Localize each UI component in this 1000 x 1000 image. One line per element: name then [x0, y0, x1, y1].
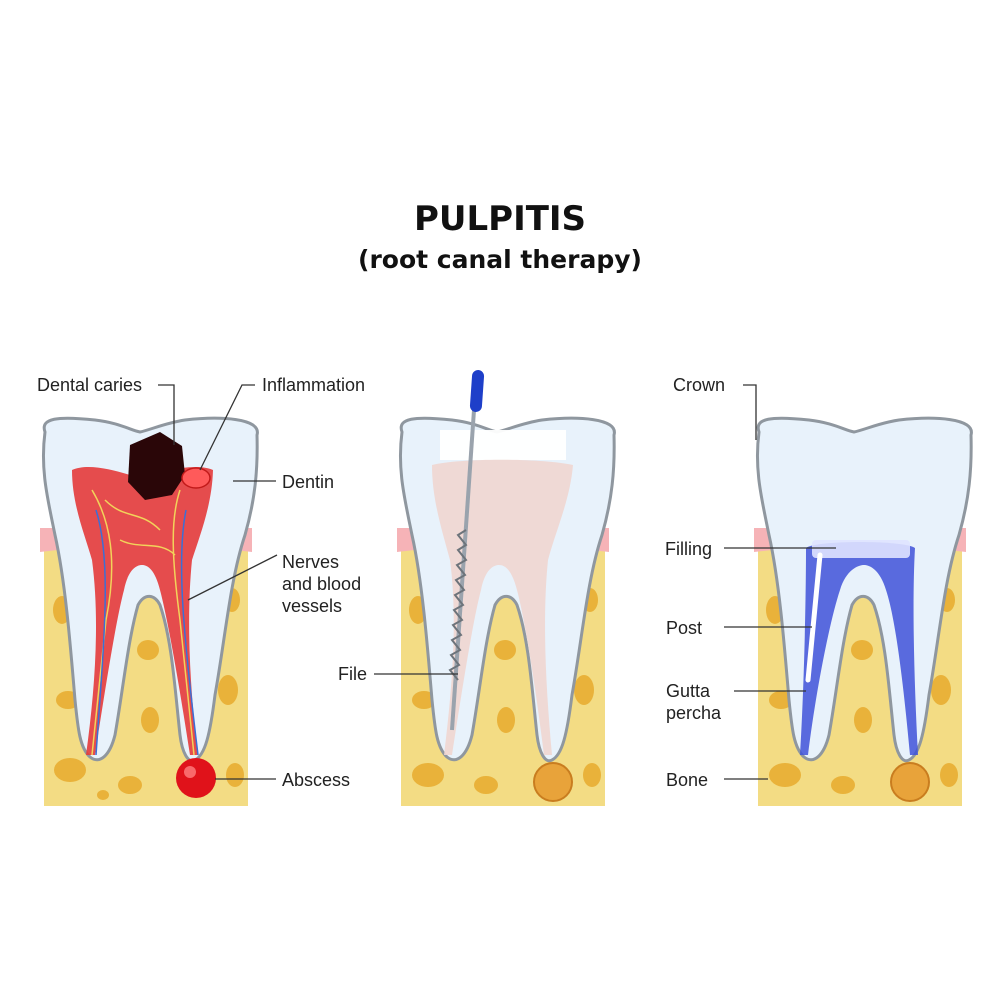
- blood-vessel-lines: [95, 509, 199, 756]
- label-abscess: Abscess: [282, 770, 350, 790]
- label-dental-caries: Dental caries: [37, 375, 142, 395]
- label-inflammation: Inflammation: [262, 375, 365, 395]
- filling-material: [812, 540, 910, 558]
- label-file: File: [338, 664, 367, 684]
- label-nerves-line-3: vessels: [282, 596, 342, 616]
- inflammation-spot: [181, 467, 211, 489]
- leader-lines: [158, 384, 836, 780]
- nerve-lines: [91, 489, 195, 756]
- label-filling: Filling: [665, 539, 712, 559]
- label-crown: Crown: [673, 375, 725, 395]
- tooth-file: [397, 370, 616, 806]
- post-rod: [805, 552, 823, 683]
- diagram-title: PULPITIS: [414, 199, 586, 239]
- dental-caries-shape: [128, 432, 185, 500]
- diagram-subtitle: (root canal therapy): [358, 245, 642, 274]
- file-threads: [448, 529, 468, 681]
- label-gutta-line-1: Gutta: [666, 681, 711, 701]
- apex-ring: [533, 762, 573, 802]
- gutta-percha-canals: [800, 542, 918, 755]
- label-nerves-line-2: and blood: [282, 574, 361, 594]
- label-nerves-line-1: Nerves: [282, 552, 339, 572]
- label-dentin: Dentin: [282, 472, 334, 492]
- label-gutta-line-2: percha: [666, 703, 722, 723]
- label-bone: Bone: [666, 770, 708, 790]
- tooth-filled: [754, 416, 973, 806]
- apex-ring-3: [890, 762, 930, 802]
- abscess-shape: [176, 758, 216, 798]
- bone-pores-3: [766, 588, 958, 794]
- file-handle: [469, 370, 485, 412]
- bone-pores-2: [409, 588, 601, 794]
- temporary-cap: [440, 430, 566, 460]
- tooth-pulpitis: [40, 416, 259, 806]
- inflamed-pulp: [72, 467, 213, 755]
- label-post: Post: [666, 618, 702, 638]
